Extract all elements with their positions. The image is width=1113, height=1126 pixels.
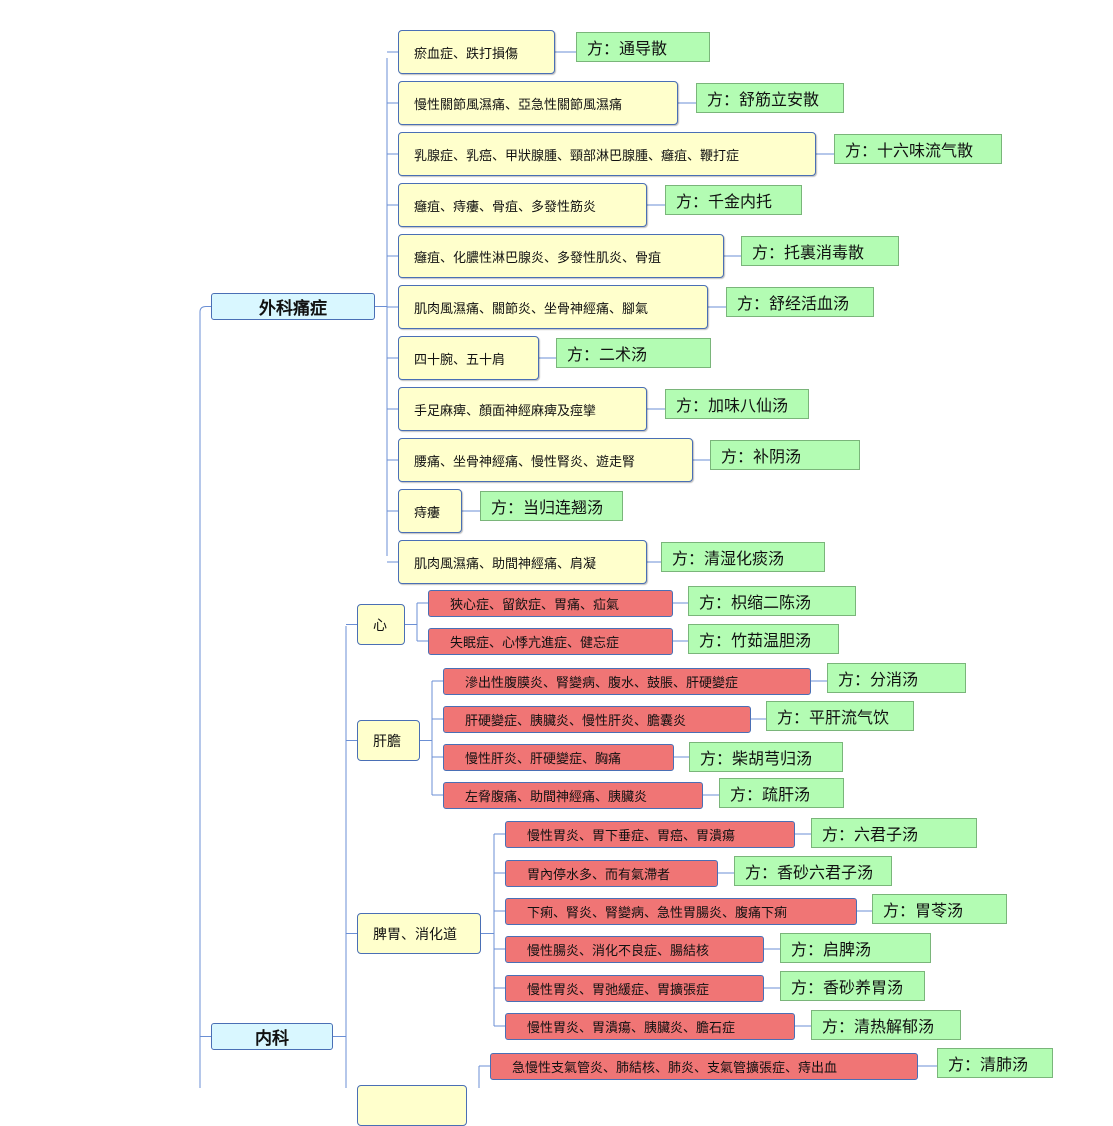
prescription[interactable]: 方：清肺汤	[937, 1048, 1053, 1078]
prescription[interactable]: 方：柴胡芎归汤	[689, 742, 843, 772]
prescription[interactable]: 方：竹茹温胆汤	[688, 624, 839, 654]
prescription[interactable]: 方：托裏消毒散	[741, 236, 899, 266]
surgical-condition[interactable]: 瘀血症、跌打損傷	[398, 30, 555, 74]
prescription[interactable]: 方：平肝流气饮	[766, 701, 914, 731]
internal-condition[interactable]: 慢性胃炎、胃下垂症、胃癌、胃潰瘍	[505, 821, 795, 848]
mind-map: 外科痛症 内科 瘀血症、跌打損傷方：通导散慢性關節風濕痛、亞急性關節風濕痛方：舒…	[199, 30, 1053, 1126]
organ-group[interactable]: 肝膽	[357, 720, 420, 761]
prescription[interactable]: 方：分消汤	[827, 663, 966, 693]
internal-condition[interactable]: 慢性腸炎、消化不良症、腸結核	[505, 936, 764, 963]
organ-group[interactable]: 心	[357, 604, 405, 645]
prescription[interactable]: 方：清热解郁汤	[811, 1010, 961, 1040]
connector-line	[199, 306, 211, 1088]
prescription[interactable]: 方：补阴汤	[710, 440, 860, 470]
prescription[interactable]: 方：六君子汤	[811, 818, 977, 848]
prescription[interactable]: 方：枳缩二陈汤	[688, 586, 856, 616]
surgical-condition[interactable]: 癰疽、化膿性淋巴腺炎、多發性肌炎、骨疽	[398, 234, 724, 278]
prescription[interactable]: 方：启脾汤	[780, 933, 931, 963]
surgical-condition[interactable]: 腰痛、坐骨神經痛、慢性腎炎、遊走腎	[398, 438, 693, 482]
organ-group[interactable]: 脾胃、消化道	[357, 913, 481, 954]
prescription[interactable]: 方：香砂六君子汤	[734, 856, 892, 886]
prescription[interactable]: 方：清湿化痰汤	[661, 542, 825, 572]
prescription[interactable]: 方：通导散	[576, 32, 710, 62]
surgical-condition[interactable]: 乳腺症、乳癌、甲狀腺腫、頸部淋巴腺腫、癰疽、鞭打症	[398, 132, 816, 176]
internal-condition[interactable]: 失眠症、心悸亢進症、健忘症	[428, 628, 673, 655]
internal-condition[interactable]: 慢性胃炎、胃潰瘍、胰臟炎、膽石症	[505, 1013, 795, 1040]
surgical-condition[interactable]: 痔瘻	[398, 489, 462, 533]
category-surgical-pain[interactable]: 外科痛症	[211, 293, 375, 320]
surgical-condition[interactable]: 手足麻痺、顏面神經麻痺及痙攣	[398, 387, 647, 431]
prescription[interactable]: 方：香砂养胃汤	[780, 971, 925, 1001]
surgical-condition[interactable]: 慢性關節風濕痛、亞急性關節風濕痛	[398, 81, 678, 125]
internal-condition[interactable]: 慢性胃炎、胃弛緩症、胃擴張症	[505, 975, 764, 1002]
prescription[interactable]: 方：千金内托	[665, 185, 802, 215]
connector-lines	[199, 51, 937, 1088]
prescription[interactable]: 方：舒经活血汤	[726, 287, 874, 317]
internal-condition[interactable]: 下痢、腎炎、腎變病、急性胃腸炎、腹痛下痢	[505, 898, 857, 925]
internal-condition[interactable]: 急慢性支氣管炎、肺結核、肺炎、支氣管擴張症、痔出血	[490, 1053, 918, 1080]
internal-condition[interactable]: 滲出性腹膜炎、腎變病、腹水、鼓脹、肝硬變症	[443, 668, 811, 695]
internal-condition[interactable]: 左脅腹痛、助間神經痛、胰臟炎	[443, 782, 703, 809]
prescription[interactable]: 方：胃苓汤	[872, 894, 1007, 924]
internal-condition[interactable]: 胃內停水多、而有氣滯者	[505, 860, 718, 887]
prescription[interactable]: 方：当归连翘汤	[480, 491, 623, 521]
prescription[interactable]: 方：疏肝汤	[719, 778, 844, 808]
prescription[interactable]: 方：二术汤	[556, 338, 711, 368]
organ-group[interactable]	[357, 1085, 467, 1126]
surgical-condition[interactable]: 癰疽、痔瘻、骨疽、多發性筋炎	[398, 183, 647, 227]
prescription[interactable]: 方：十六味流气散	[834, 134, 1002, 164]
internal-condition[interactable]: 狹心症、留飲症、胃痛、疝氣	[428, 590, 673, 617]
surgical-condition[interactable]: 肌肉風濕痛、關節炎、坐骨神經痛、腳氣	[398, 285, 708, 329]
prescription[interactable]: 方：加味八仙汤	[665, 389, 809, 419]
surgical-condition[interactable]: 肌肉風濕痛、助間神經痛、肩凝	[398, 540, 647, 584]
internal-condition[interactable]: 肝硬變症、胰臟炎、慢性肝炎、膽囊炎	[443, 706, 751, 733]
prescription[interactable]: 方：舒筋立安散	[696, 83, 844, 113]
category-internal-medicine[interactable]: 内科	[211, 1023, 333, 1050]
internal-condition[interactable]: 慢性肝炎、肝硬變症、胸痛	[443, 744, 674, 771]
surgical-condition[interactable]: 四十腕、五十肩	[398, 336, 539, 380]
